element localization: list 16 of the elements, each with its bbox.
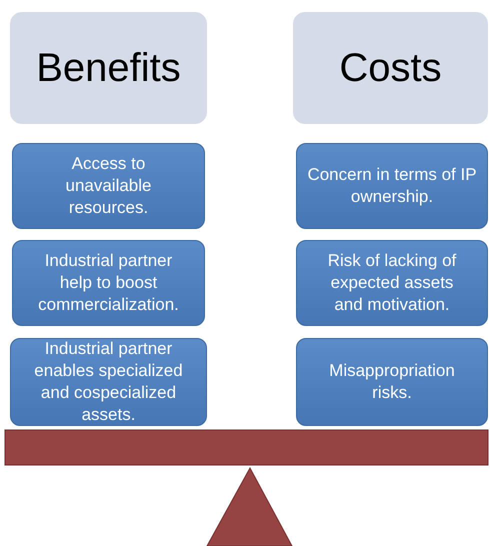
- point-box: [296, 240, 488, 326]
- point-box: [10, 338, 207, 426]
- point-text: Concern in terms of IP ownership.: [306, 164, 478, 208]
- point-box: [12, 143, 205, 229]
- column-heading-box: [293, 12, 488, 124]
- point-text: Risk of lacking of expected assets and motivation.: [326, 250, 458, 316]
- point-text: Misappropriation risks.: [328, 360, 456, 404]
- point-box: [296, 143, 488, 229]
- column-heading: Costs: [339, 46, 442, 90]
- column-heading: Benefits: [36, 46, 181, 90]
- point-box: [296, 338, 488, 426]
- point-text: Industrial partner help to boost commercialization.: [37, 250, 180, 316]
- column-heading-box: [10, 12, 207, 124]
- point-text: Access to unavailable resources.: [64, 152, 152, 220]
- point-text: Industrial partner enables specialized and cospecialized assets.: [33, 338, 184, 426]
- point-box: [12, 240, 205, 326]
